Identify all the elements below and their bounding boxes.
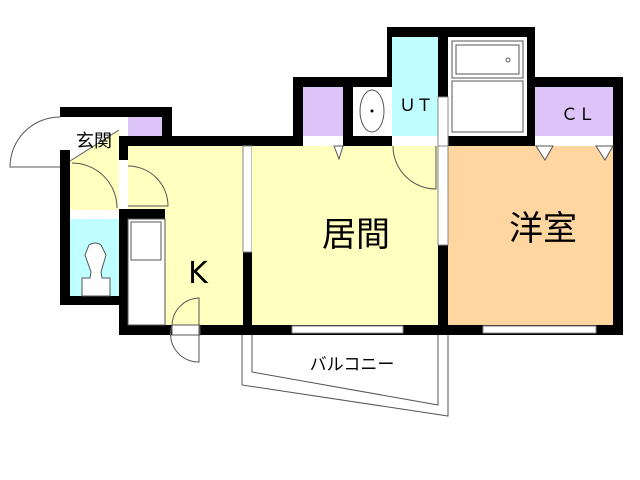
window — [482, 325, 597, 334]
window — [291, 325, 404, 334]
utility-toilet-room — [392, 37, 438, 136]
living-room — [252, 146, 438, 325]
kitchen-door[interactable] — [170, 297, 200, 363]
closet — [535, 87, 613, 136]
closet-label: ＣＬ — [561, 105, 595, 125]
western-room-label: 洋室 — [509, 209, 577, 249]
entrance-label: 玄関 — [76, 131, 112, 152]
toilet-icon — [81, 242, 111, 297]
ut-label: ＵＴ — [399, 96, 433, 116]
entrance-closet — [128, 117, 162, 136]
living-label: 居間 — [322, 215, 390, 255]
living-closet — [303, 87, 343, 136]
kitchen-label: K — [188, 256, 209, 291]
balcony — [241, 335, 449, 417]
entrance-door[interactable] — [9, 116, 61, 168]
western-room — [448, 146, 613, 325]
balcony-label: バルコニー — [310, 355, 395, 375]
